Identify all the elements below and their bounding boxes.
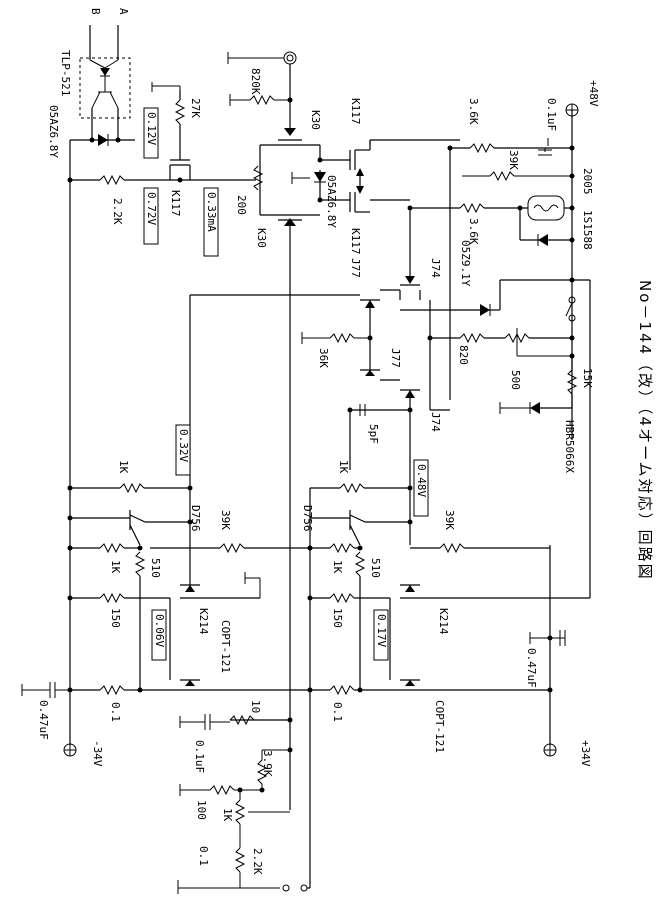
res-1k-a: 1K (117, 460, 130, 474)
res-22k-b: 2.2K (251, 848, 264, 875)
k30-upper: K30 (309, 110, 322, 130)
thermistor-2005 (527, 195, 565, 221)
res-01-a: 0.1 (109, 702, 122, 722)
vr-200: 200 (235, 195, 248, 215)
res-510-b: 510 (369, 558, 382, 578)
res-100: 100 (195, 800, 208, 820)
res-01-c: 0.1 (197, 846, 210, 866)
cap-01uf-b: 0.1uF (193, 740, 206, 773)
voltage-012: 0.12V (145, 112, 158, 145)
led-hbr5066x: HBR5066X (563, 420, 576, 473)
k214-right: K214 (437, 608, 450, 635)
res-36k-lower: 3.6K (467, 218, 480, 245)
res-1k-c: 1K (337, 460, 350, 474)
vr-500: 500 (509, 370, 522, 390)
res-22k: 2.2K (111, 198, 124, 225)
d756-right: D756 (301, 505, 314, 532)
copt-left: COPT-121 (219, 620, 232, 673)
res-1k-d: 1K (331, 560, 344, 574)
copt-right: COPT-121 (433, 700, 446, 753)
part-2005: 2005 (581, 168, 594, 195)
zener-in-label: 05AZ6.8Y (47, 105, 60, 158)
res-39k-c: 3.9K (261, 750, 274, 777)
voltage-032: 0.32V (177, 429, 190, 462)
res-36k-upper: 3.6K (467, 98, 480, 125)
res-820: 820 (457, 345, 470, 365)
k117-left: K117 (169, 190, 182, 217)
d756-left: D756 (189, 505, 202, 532)
input-b-label: B (89, 8, 102, 15)
current-033: 0.33mA (205, 192, 218, 232)
voltage-048: 0.48V (415, 464, 428, 497)
label-pos48: +48V (587, 80, 600, 107)
voltage-072: 0.72V (145, 192, 158, 225)
cap-01uf: 0.1uF (545, 98, 558, 131)
k214-left: K214 (197, 608, 210, 635)
zener-05z: 05Z9.1Y (459, 240, 472, 287)
res-10: 10 (249, 700, 262, 713)
k30-lower: K30 (255, 228, 268, 248)
j77-lower: J77 (389, 348, 402, 368)
res-39k-b: 39K (443, 510, 456, 530)
input-terminal (283, 51, 297, 65)
k117-lower: K117 (349, 228, 362, 255)
label-neg34: -34V (91, 740, 104, 767)
cap-047-a: 0.47uF (37, 700, 50, 740)
res-27k: 27K (189, 98, 202, 118)
k117-upper: K117 (349, 98, 362, 125)
voltage-006: 0.06V (153, 614, 166, 647)
zener-mid: 05AZ6.8Y (325, 175, 338, 228)
cap-047-b: 0.47uF (525, 648, 538, 688)
cap-5pf: 5pF (367, 424, 380, 444)
input-a-label: A (117, 8, 130, 15)
res-36k: 36K (317, 348, 330, 368)
res-1k-b: 1K (109, 560, 122, 574)
vr-1k: 1K (221, 808, 234, 822)
tlp-label: TLP-521 (59, 50, 72, 96)
res-01-b: 0.1 (331, 702, 344, 722)
res-150-a: 150 (109, 608, 122, 628)
res-150-b: 150 (331, 608, 344, 628)
label-pos34: +34V (579, 740, 592, 767)
optocoupler-box (79, 57, 131, 119)
res-39k: 39K (507, 150, 520, 170)
schematic-title: No－144（改）（4オーム対応）回路図 (636, 280, 654, 581)
j77-upper: J77 (349, 258, 362, 278)
j74-upper: J74 (429, 258, 442, 278)
res-820k: 820K (249, 68, 262, 95)
j74-lower: J74 (429, 412, 442, 432)
res-510-a: 510 (149, 558, 162, 578)
res-39k-a: 39K (219, 510, 232, 530)
res-15k: 15K (581, 368, 594, 388)
voltage-017: 0.17V (375, 614, 388, 647)
diode-1s1588: 1S1588 (581, 210, 594, 250)
